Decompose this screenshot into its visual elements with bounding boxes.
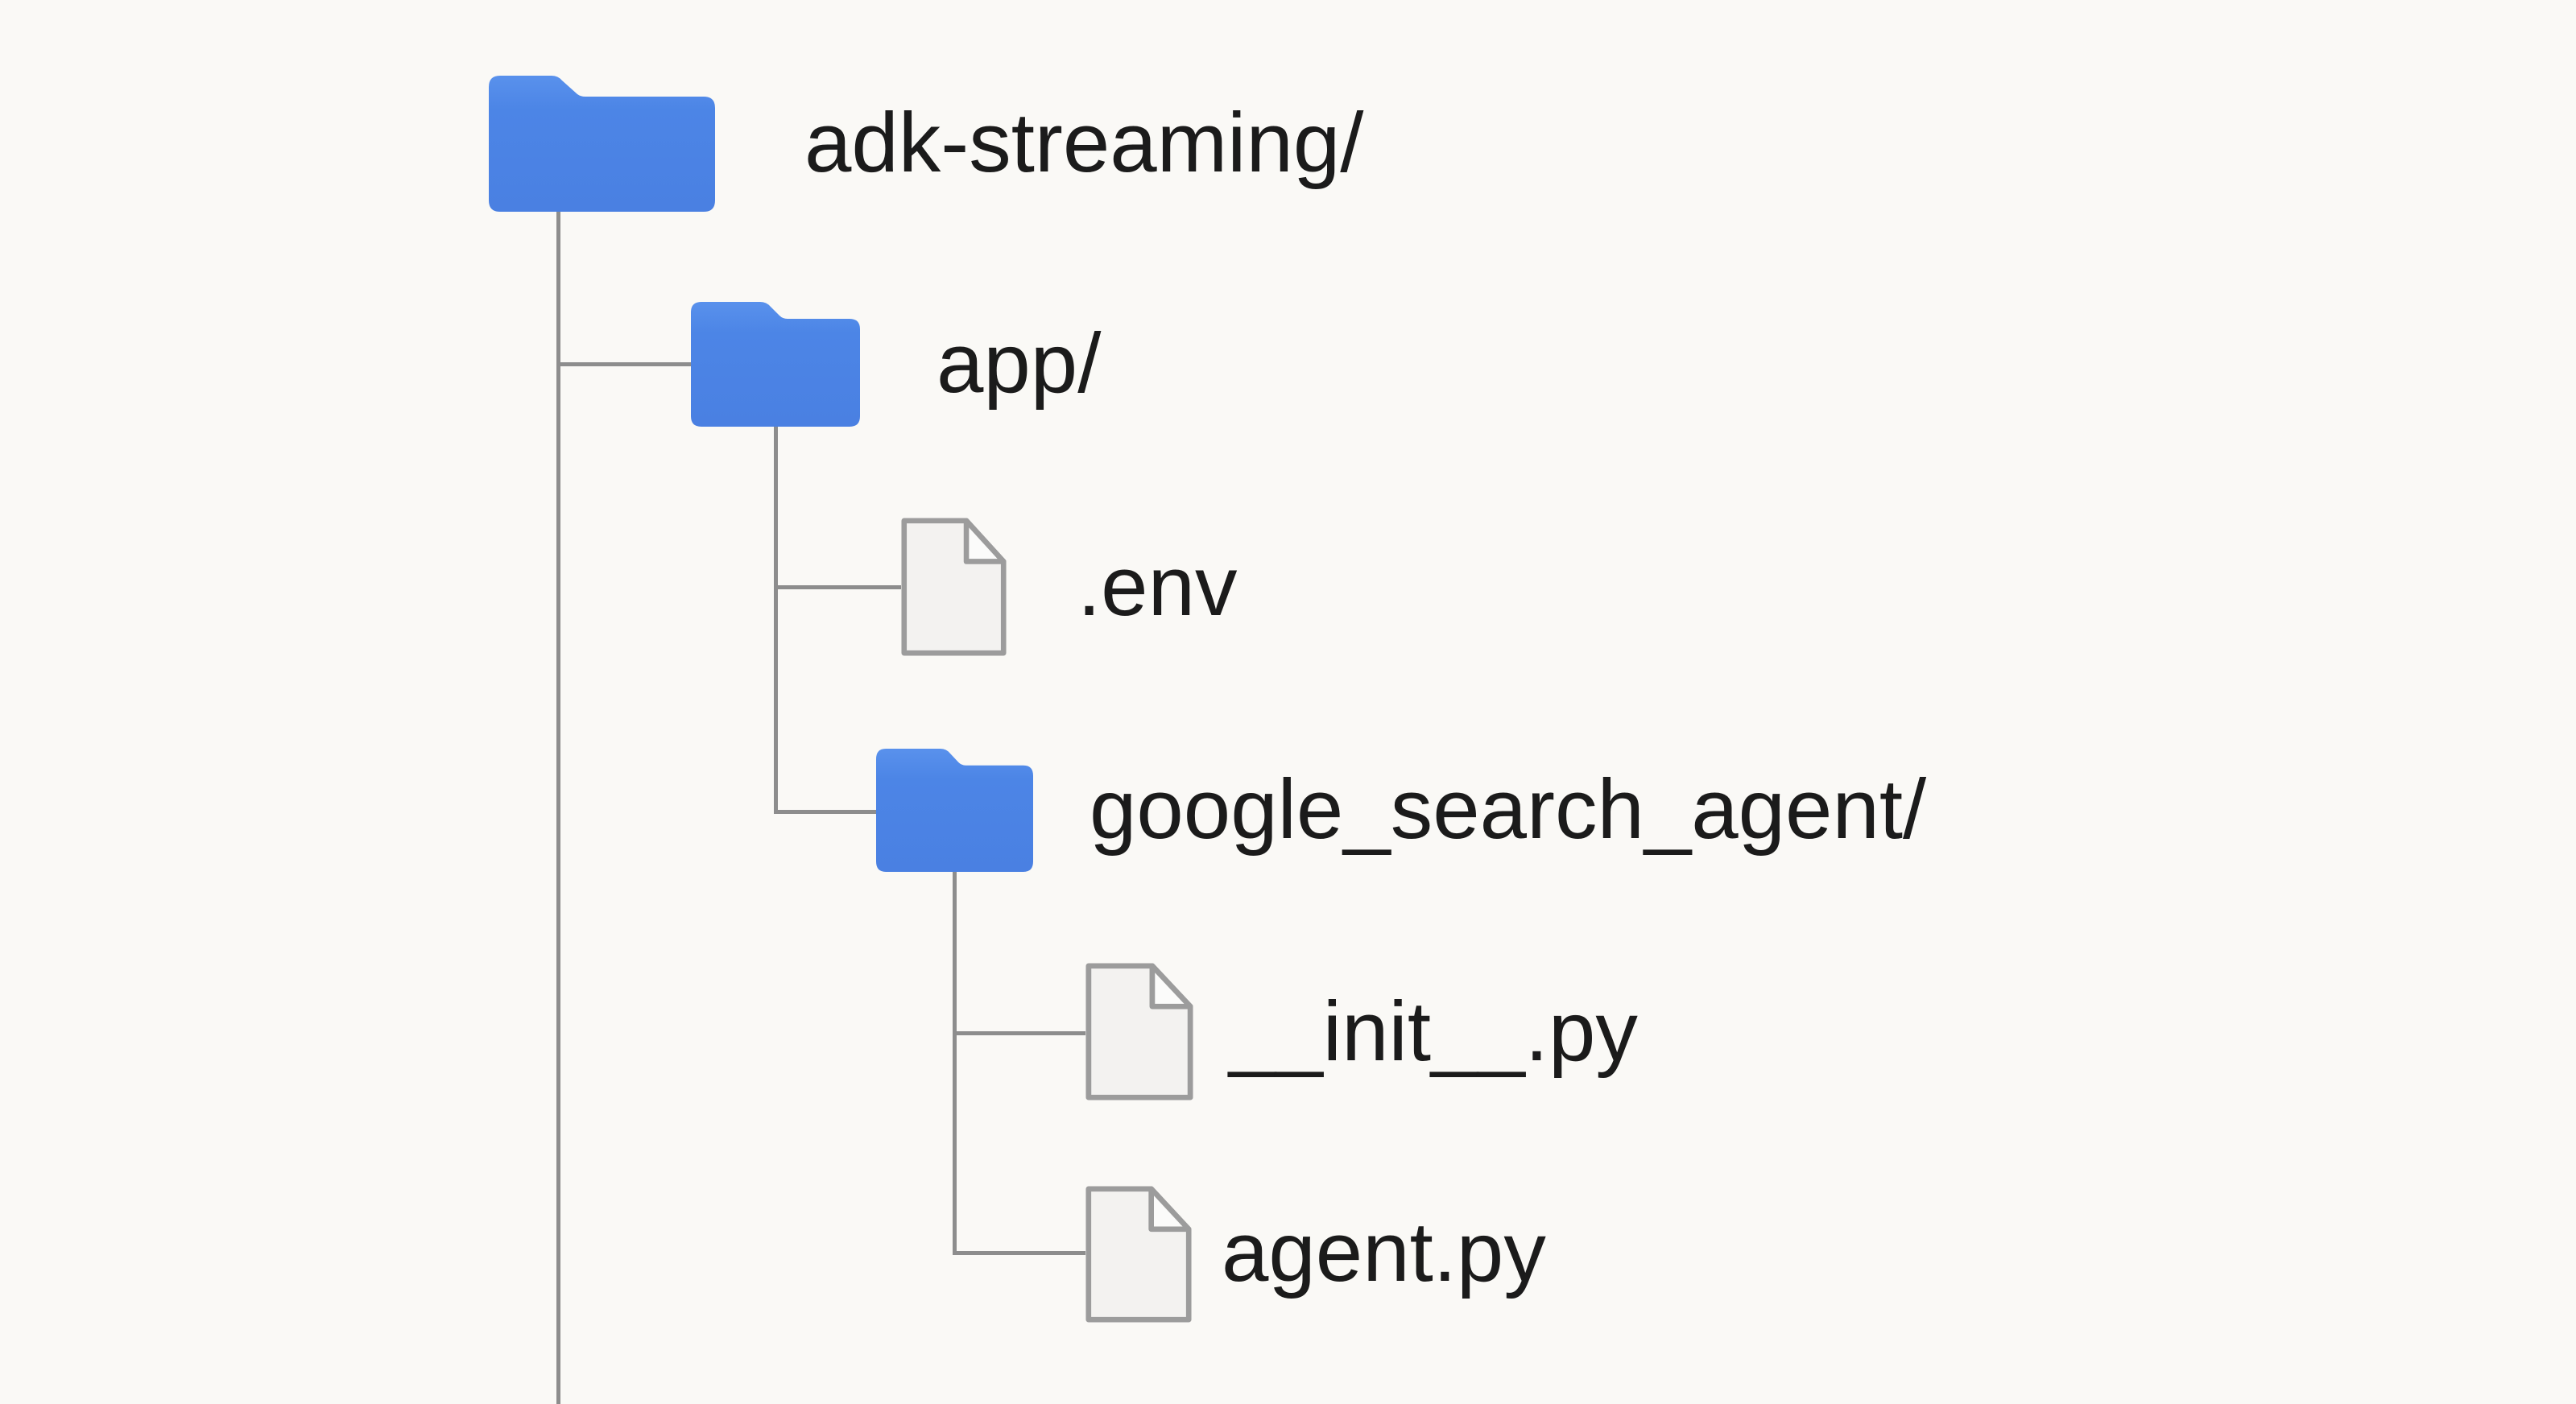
- folder-icon: [489, 76, 715, 212]
- tree-item-label-agent-py: agent.py: [1222, 1205, 1546, 1299]
- connector-branch-env: [774, 585, 901, 589]
- tree-item-label-adk-streaming: adk-streaming/: [804, 96, 1364, 190]
- folder-icon: [876, 749, 1033, 872]
- connector-branch-agent-py: [953, 1251, 1085, 1255]
- connector-app-stem: [774, 425, 778, 814]
- connector-branch-google-search-agent: [774, 810, 876, 814]
- folder-icon: [691, 302, 860, 427]
- tree-item-label-init-py: __init__.py: [1229, 985, 1638, 1079]
- file-icon: [1085, 1186, 1192, 1323]
- tree-item-label-env: .env: [1077, 539, 1238, 634]
- connector-branch-app: [556, 362, 691, 366]
- connector-branch-init-py: [953, 1031, 1085, 1035]
- connector-root-trunk: [556, 209, 560, 1404]
- tree-item-label-app: app/: [937, 316, 1102, 411]
- connector-google-search-agent-stem: [953, 870, 957, 1255]
- file-icon: [1085, 963, 1193, 1100]
- tree-item-label-google-search-agent: google_search_agent/: [1090, 762, 1927, 857]
- file-icon: [901, 518, 1007, 656]
